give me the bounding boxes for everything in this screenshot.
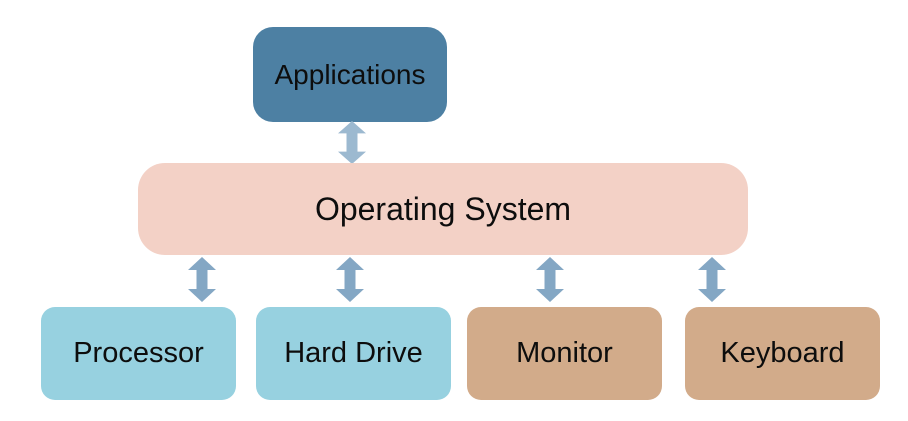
double-arrow-shape <box>338 121 366 164</box>
node-operating-system: Operating System <box>138 163 748 255</box>
node-processor: Processor <box>41 307 236 400</box>
double-arrow-icon-os-processor <box>188 257 216 302</box>
double-arrow-icon-applications-os <box>338 121 366 164</box>
double-arrow-shape <box>536 257 564 302</box>
node-monitor-label: Monitor <box>516 337 613 369</box>
node-monitor: Monitor <box>467 307 662 400</box>
double-arrow-icon-os-hard-drive <box>336 257 364 302</box>
double-arrow-icon-os-keyboard <box>698 257 726 302</box>
double-arrow-icon-os-monitor <box>536 257 564 302</box>
double-arrow-shape <box>188 257 216 302</box>
double-arrow-shape <box>336 257 364 302</box>
node-hard-drive: Hard Drive <box>256 307 451 400</box>
node-applications-label: Applications <box>274 58 426 90</box>
node-operating-system-label: Operating System <box>314 190 572 227</box>
node-hard-drive-label: Hard Drive <box>284 337 423 369</box>
node-applications: Applications <box>253 27 447 122</box>
node-processor-label: Processor <box>73 337 204 369</box>
node-keyboard: Keyboard <box>685 307 880 400</box>
double-arrow-shape <box>698 257 726 302</box>
node-keyboard-label: Keyboard <box>720 337 845 369</box>
